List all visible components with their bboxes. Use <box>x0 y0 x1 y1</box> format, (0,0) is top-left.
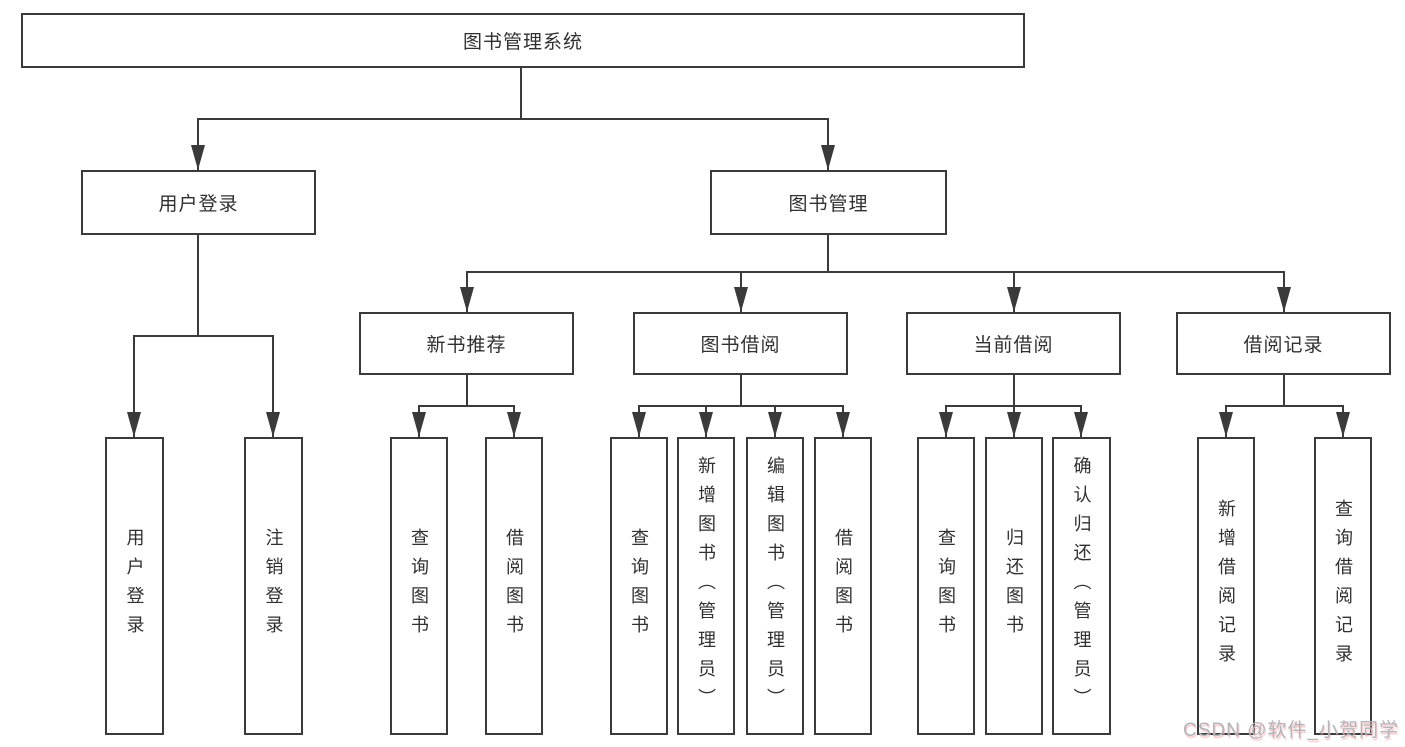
arrowhead-down-icon <box>768 412 782 437</box>
arrowhead-down-icon <box>1219 412 1233 437</box>
arrowhead-down-icon <box>836 412 850 437</box>
node-book-management: 图书管理 <box>710 170 947 235</box>
connector-line <box>133 336 135 437</box>
arrowhead-down-icon <box>412 412 426 437</box>
node-user-login: 用户登录 <box>81 170 316 235</box>
connector-line <box>827 119 829 170</box>
arrowhead-down-icon <box>699 412 713 437</box>
connector-line <box>1283 375 1285 406</box>
leaf-query-books-recommend: 查询图书 <box>390 437 448 735</box>
leaf-add-books-admin: 新增图书（管理员） <box>677 437 735 735</box>
leaf-logout: 注销登录 <box>244 437 303 735</box>
node-current-borrowing: 当前借阅 <box>906 312 1121 375</box>
node-label: 归还图书 <box>1004 528 1024 644</box>
node-label: 图书管理 <box>788 194 869 215</box>
arrowhead-down-icon <box>191 145 205 170</box>
leaf-query-borrow-record: 查询借阅记录 <box>1314 437 1372 735</box>
node-label: 新增图书（管理员） <box>696 455 716 717</box>
arrowhead-down-icon <box>1277 287 1291 312</box>
leaf-add-borrow-record: 新增借阅记录 <box>1197 437 1255 735</box>
leaf-confirm-return-admin: 确认归还（管理员） <box>1052 437 1111 735</box>
connector-line <box>1225 405 1344 407</box>
node-label: 编辑图书（管理员） <box>765 455 785 717</box>
node-label: 新增借阅记录 <box>1216 499 1236 673</box>
connector-line <box>133 335 274 337</box>
arrowhead-down-icon <box>632 412 646 437</box>
csdn-watermark: CSDN @软件_小贺同学 <box>1183 720 1399 741</box>
leaf-user-login: 用户登录 <box>105 437 164 735</box>
connector-line <box>827 235 829 272</box>
arrowhead-down-icon <box>1074 412 1088 437</box>
connector-line <box>466 375 468 406</box>
node-label: 查询图书 <box>936 528 956 644</box>
arrowhead-down-icon <box>507 412 521 437</box>
connector-line <box>1013 375 1015 406</box>
leaf-borrow-books: 借阅图书 <box>814 437 872 735</box>
leaf-query-books-borrow: 查询图书 <box>610 437 668 735</box>
node-label: 借阅记录 <box>1243 335 1324 356</box>
node-label: 查询图书 <box>629 528 649 644</box>
connector-line <box>197 235 199 336</box>
connector-line <box>520 68 522 119</box>
connector-line <box>418 405 515 407</box>
leaf-return-books: 归还图书 <box>985 437 1043 735</box>
node-label: 图书借阅 <box>700 335 781 356</box>
arrowhead-down-icon <box>734 287 748 312</box>
arrowhead-down-icon <box>1007 412 1021 437</box>
node-label: 新书推荐 <box>426 335 507 356</box>
node-label: 确认归还（管理员） <box>1071 455 1092 717</box>
node-label: 查询图书 <box>409 528 429 644</box>
arrowhead-down-icon <box>460 287 474 312</box>
arrowhead-down-icon <box>821 145 835 170</box>
leaf-query-books-current: 查询图书 <box>917 437 975 735</box>
node-label: 图书管理系统 <box>462 32 583 53</box>
node-label: 用户登录 <box>158 194 239 215</box>
node-new-book-recommendation: 新书推荐 <box>359 312 574 375</box>
connector-line <box>197 119 199 170</box>
node-library-management-system: 图书管理系统 <box>21 13 1025 68</box>
connector-line <box>197 118 829 120</box>
node-label: 借阅图书 <box>504 528 524 644</box>
connector-line <box>638 405 844 407</box>
connector-line <box>466 271 1285 273</box>
node-label: 查询借阅记录 <box>1333 499 1353 673</box>
arrowhead-down-icon <box>1336 412 1350 437</box>
arrowhead-down-icon <box>939 412 953 437</box>
arrowhead-down-icon <box>1007 287 1021 312</box>
arrowhead-down-icon <box>266 412 280 437</box>
node-label: 借阅图书 <box>833 528 853 644</box>
node-borrowing-records: 借阅记录 <box>1176 312 1391 375</box>
arrowhead-down-icon <box>127 412 141 437</box>
node-label: 注销登录 <box>263 528 284 644</box>
connector-line <box>272 336 274 437</box>
node-book-borrowing: 图书借阅 <box>633 312 848 375</box>
connector-line <box>740 375 742 406</box>
leaf-edit-books-admin: 编辑图书（管理员） <box>746 437 804 735</box>
leaf-borrow-books-recommend: 借阅图书 <box>485 437 543 735</box>
node-label: 用户登录 <box>124 528 145 644</box>
node-label: 当前借阅 <box>973 335 1054 356</box>
